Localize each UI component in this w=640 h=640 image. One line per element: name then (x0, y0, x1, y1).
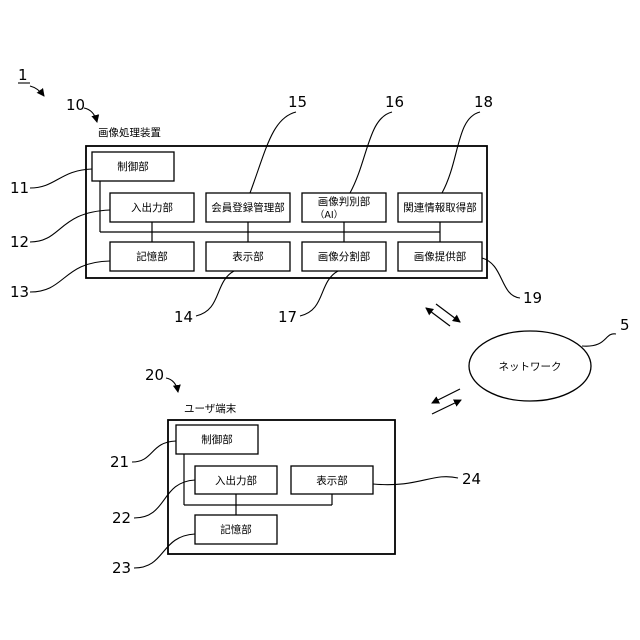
block-provide-label: 画像提供部 (414, 250, 467, 263)
apparatus-ref-label: 10 (66, 96, 85, 114)
ref-18: 18 (474, 93, 493, 111)
system-ref-label: 1 (18, 66, 28, 84)
block-member: 会員登録管理部 (206, 193, 290, 222)
terminal-block-io-label: 入出力部 (215, 474, 257, 487)
terminal-block-storage: 記憶部 (195, 515, 277, 544)
terminal-block-control-label: 制御部 (201, 433, 233, 446)
ref-16: 16 (385, 93, 404, 111)
ref-5: 5 (620, 316, 630, 334)
network-label: ネットワーク (499, 361, 562, 373)
block-control-label: 制御部 (117, 160, 149, 173)
ref-23: 23 (112, 559, 131, 577)
terminal-ref-label: 20 (145, 366, 164, 384)
block-related: 関連情報取得部 (398, 193, 482, 222)
block-classify-label: 画像判別部 (318, 195, 371, 208)
leader-5 (582, 334, 616, 346)
terminal-block-control: 制御部 (176, 425, 258, 454)
block-member-label: 会員登録管理部 (211, 201, 285, 214)
block-split: 画像分割部 (302, 242, 386, 271)
block-storage-label: 記憶部 (136, 250, 168, 263)
block-provide: 画像提供部 (398, 242, 482, 271)
terminal-block-io: 入出力部 (195, 466, 277, 494)
terminal-block-display: 表示部 (291, 466, 373, 494)
block-storage: 記憶部 (110, 242, 194, 271)
arrow-from-terminal (432, 400, 461, 414)
ref-19: 19 (523, 289, 542, 307)
ref-14: 14 (174, 308, 193, 326)
ref-22: 22 (112, 509, 131, 527)
block-display-label: 表示部 (232, 250, 264, 263)
arrow-from-network (426, 308, 450, 326)
ref-17: 17 (278, 308, 297, 326)
ref-12: 12 (10, 233, 29, 251)
ref-15: 15 (288, 93, 307, 111)
terminal-caption: ユーザ端末 (184, 402, 237, 415)
ref-21: 21 (110, 453, 129, 471)
terminal-block-storage-label: 記憶部 (220, 523, 252, 536)
ref-11: 11 (10, 179, 29, 197)
terminal-ref-arrow (166, 378, 178, 392)
block-classify-sublabel: （AI） (315, 209, 343, 221)
arrow-to-terminal (432, 389, 460, 403)
block-classify: 画像判別部 （AI） (302, 193, 386, 222)
block-io: 入出力部 (110, 193, 194, 222)
block-related-label: 関連情報取得部 (403, 201, 477, 214)
ref-24: 24 (462, 470, 481, 488)
block-display: 表示部 (206, 242, 290, 271)
apparatus-ref-arrow (84, 108, 97, 122)
ref-13: 13 (10, 283, 29, 301)
apparatus-caption: 画像処理装置 (98, 126, 161, 139)
leader-11 (30, 169, 92, 188)
terminal-block-display-label: 表示部 (316, 474, 348, 487)
block-split-label: 画像分割部 (318, 250, 371, 263)
arrow-to-network (436, 304, 460, 322)
system-ref-arrow (30, 86, 44, 96)
block-control: 制御部 (92, 152, 174, 181)
block-io-label: 入出力部 (131, 201, 173, 214)
